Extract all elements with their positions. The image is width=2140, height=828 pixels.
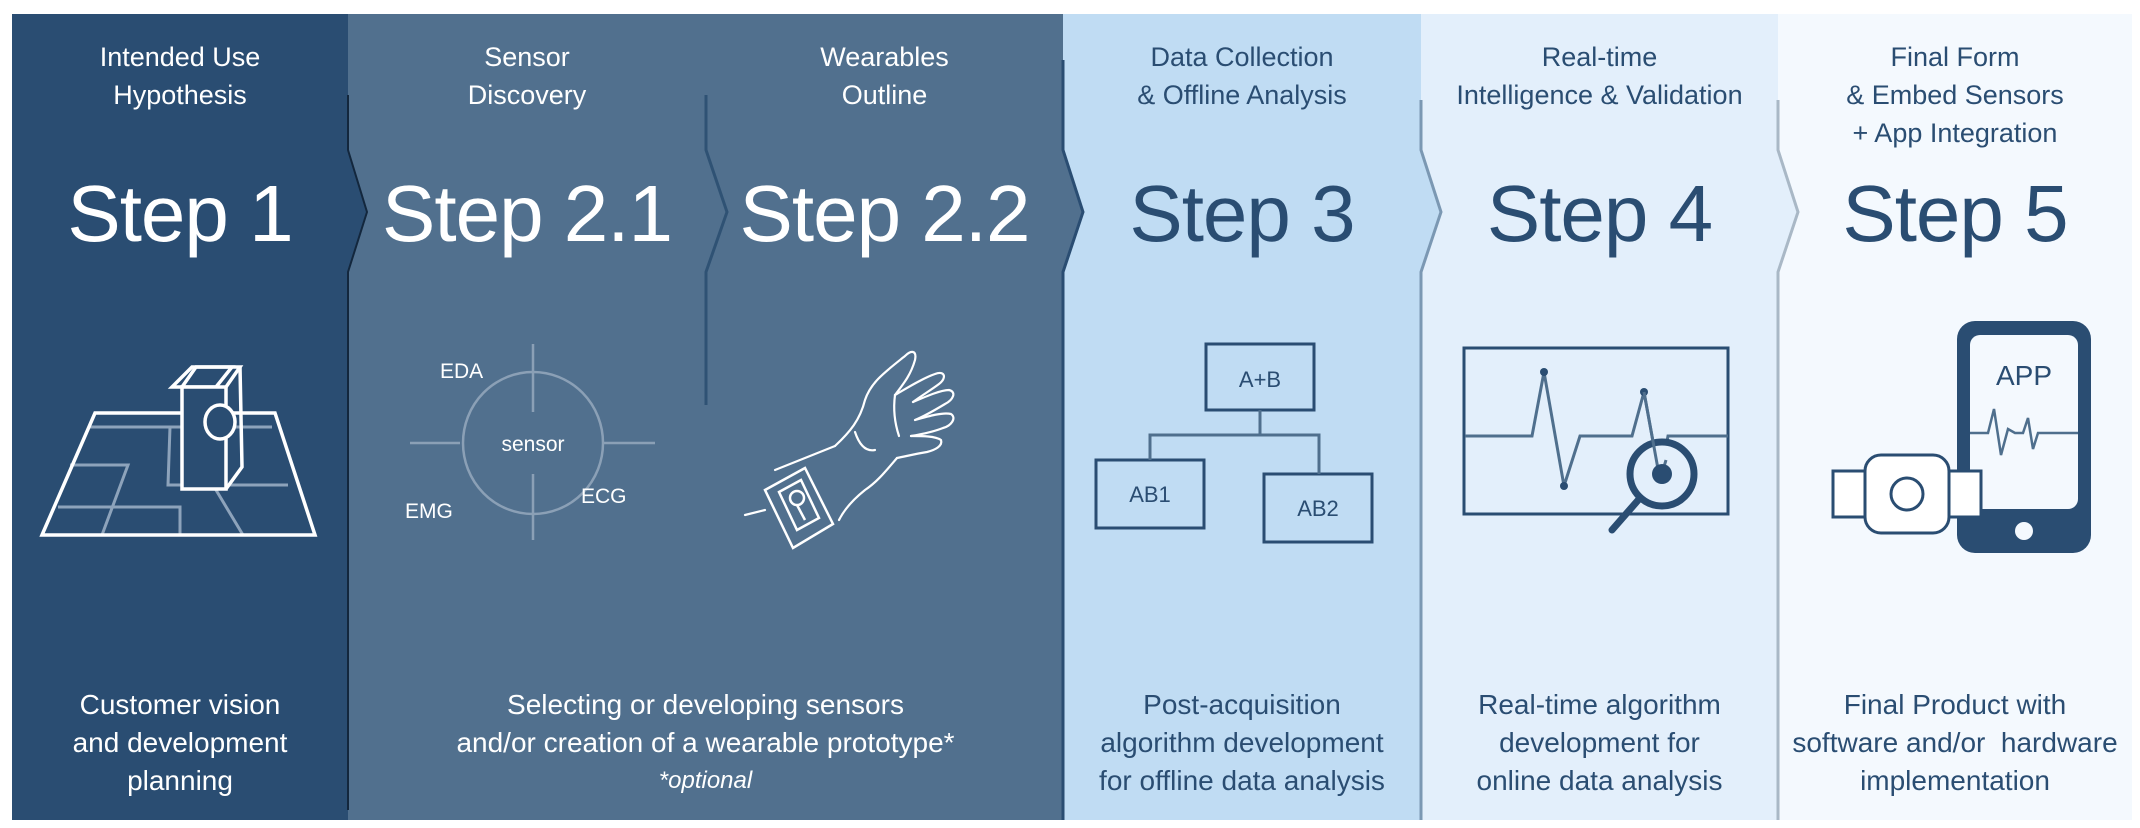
step-2-1-title: Sensor Discovery	[348, 38, 706, 114]
step-3-panel	[1063, 14, 1421, 820]
step-1-title: Intended Use Hypothesis	[12, 38, 348, 114]
step-4-label: Step 4	[1486, 169, 1713, 258]
step-1-panel	[12, 14, 348, 820]
step-5-description-line: software and/or hardware	[1792, 727, 2118, 758]
wearable-band-icon	[1831, 453, 1983, 535]
step-2-1-column: Sensor Discovery Step 2.1	[348, 14, 706, 820]
step-2-description: Selecting or developing sensors and/or c…	[348, 686, 1063, 800]
step-1-description: Customer vision and development planning	[12, 686, 348, 800]
tree-root-label: A+B	[1239, 367, 1281, 392]
arrow-step21-to-step22	[704, 95, 729, 405]
sensor-eda-label: EDA	[440, 360, 483, 383]
step-4-description-line: development for	[1499, 727, 1700, 758]
step-5-title: Final Form & Embed Sensors + App Integra…	[1778, 38, 2132, 152]
sensor-emg-label: EMG	[405, 500, 453, 523]
step-3-description-line: Post-acquisition	[1143, 689, 1341, 720]
arrow-step2-to-step3	[1063, 150, 1083, 272]
tree-right-label: AB2	[1297, 496, 1339, 521]
step-5-title-line: & Embed Sensors	[1846, 80, 2064, 110]
step-4-title-line: Real-time	[1541, 42, 1658, 72]
hand-with-wristband-icon	[743, 350, 955, 550]
step-1-label: Step 1	[67, 169, 293, 258]
step-2-description-line: and/or creation of a wearable prototype*	[456, 727, 955, 758]
step-1-column: Intended Use Hypothesis Step 1	[12, 14, 348, 820]
arrow-step3-to-step4	[1421, 150, 1441, 272]
step-3-label: Step 3	[1129, 169, 1355, 258]
sensor-center-label: sensor	[501, 433, 564, 456]
step-4-description-line: Real-time algorithm	[1478, 689, 1721, 720]
step-5-label: Step 5	[1842, 169, 2068, 258]
step-3-description-line: for offline data analysis	[1099, 765, 1385, 796]
sensor-crosshair-icon: sensor EDA EMG ECG	[405, 344, 655, 540]
wearable-and-phone-app-icon: APP	[1831, 321, 2091, 553]
step-1-description-line: planning	[127, 765, 233, 796]
magnifier-icon	[1608, 391, 1698, 534]
step-4-column: Real-time Intelligence & Validation Step…	[1421, 14, 1778, 820]
step-1-description-line: Customer vision	[79, 689, 281, 720]
step-1-description-line: and development	[72, 727, 288, 758]
step-2-2-title-line: Wearables	[820, 42, 949, 72]
step-3-title-line: Data Collection	[1150, 42, 1334, 72]
step-5-title-line: + App Integration	[1852, 118, 2058, 148]
sensor-ecg-label: ECG	[581, 485, 627, 508]
app-label: APP	[1996, 360, 2052, 391]
step-2-description-line: Selecting or developing sensors	[507, 689, 904, 720]
step-1-title-line: Intended Use	[99, 42, 261, 72]
step-4-panel	[1421, 14, 1778, 820]
step-2-description-wrap: Selecting or developing sensors and/or c…	[348, 14, 1063, 820]
step-5-description-line: Final Product with	[1843, 689, 2067, 720]
map-with-camera-icon	[39, 365, 318, 537]
step-5-title-line: Final Form	[1890, 42, 2020, 72]
step-1-description-wrap: Customer vision and development planning	[12, 14, 348, 820]
step-3-column: Data Collection & Offline Analysis Step …	[1063, 14, 1421, 820]
step-3-title-line: & Offline Analysis	[1137, 80, 1347, 110]
step-2-2-label: Step 2.2	[739, 169, 1030, 258]
step-2-2-title-line: Outline	[841, 80, 928, 110]
step-3-title: Data Collection & Offline Analysis	[1063, 38, 1421, 114]
tree-diagram-icon: A+B AB1 AB2	[1094, 342, 1374, 544]
step-2-1-label: Step 2.1	[381, 169, 673, 258]
step-1-title-line: Hypothesis	[113, 80, 247, 110]
step-4-title-line: Intelligence & Validation	[1456, 80, 1743, 110]
arrow-step4-to-step5	[1778, 150, 1798, 272]
step-4-title: Real-time Intelligence & Validation	[1421, 38, 1778, 114]
step-2-1-title-line: Discovery	[467, 80, 587, 110]
step-5-description: Final Product with software and/or hardw…	[1778, 686, 2132, 800]
step-3-description-line: algorithm development	[1100, 727, 1384, 758]
step-4-description-line: online data analysis	[1476, 765, 1723, 796]
arrow-step1-to-step2	[348, 150, 367, 272]
step-5-column: Final Form & Embed Sensors + App Integra…	[1778, 14, 2132, 820]
step-4-description: Real-time algorithm development for onli…	[1421, 686, 1778, 800]
tree-left-label: AB1	[1129, 482, 1171, 507]
step-2-2-title: Wearables Outline	[706, 38, 1063, 114]
step-3-description: Post-acquisition algorithm development f…	[1063, 686, 1421, 800]
signal-magnifier-icon	[1462, 346, 1730, 534]
optional-note: *optional	[658, 767, 753, 794]
step-2-1-title-line: Sensor	[484, 42, 570, 72]
step-2-2-column: Wearables Outline Step 2.2	[706, 14, 1063, 820]
step-5-description-line: implementation	[1860, 765, 2050, 796]
phone-icon: APP	[1957, 321, 2091, 553]
